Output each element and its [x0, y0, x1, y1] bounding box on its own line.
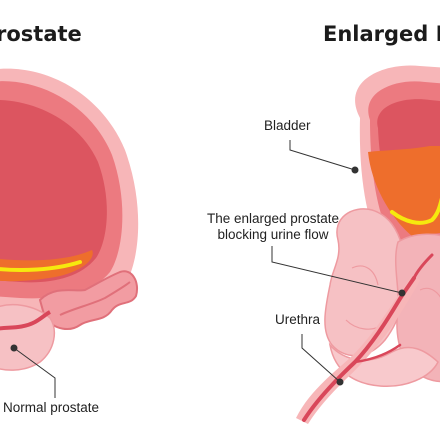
label-normal-prostate: Normal prostate [3, 400, 100, 415]
enlarged-urethra-channel [302, 276, 416, 422]
normal-bladder-urine [0, 250, 93, 282]
dot-bladder [351, 166, 359, 174]
leader-urethra [301, 334, 341, 383]
enlarged-urethra-outer [296, 275, 420, 424]
title-enlarged-prostate: Enlarged P [323, 22, 440, 46]
leader-normal-prostate [13, 347, 56, 398]
normal-urine-flow [0, 260, 82, 272]
leader-lines [10, 140, 406, 398]
enlarged-urine-flow [390, 197, 440, 225]
normal-seminal-vesicle [38, 270, 138, 331]
normal-prostate-shape [0, 303, 56, 371]
label-enlarged-line1: The enlarged prostate [206, 211, 340, 226]
title-normal-prostate: rostate [0, 22, 82, 46]
label-urethra: Urethra [275, 312, 321, 327]
normal-bladder-inner [0, 99, 107, 283]
label-enlarged-line2: blocking urine flow [217, 227, 329, 242]
normal-bladder [0, 68, 139, 313]
dot-enlarged [398, 289, 406, 297]
enlarged-bladder-urine [368, 146, 440, 236]
enlarged-urethra [296, 253, 434, 424]
normal-prostate-gland [0, 303, 56, 371]
dot-normal-prostate [10, 344, 18, 352]
leader-bladder [289, 140, 356, 171]
label-enlarged-prostate: The enlarged prostate blocking urine flo… [198, 211, 348, 243]
leader-enlarged [271, 246, 403, 294]
normal-urethra [0, 310, 51, 331]
label-bladder: Bladder [264, 118, 311, 133]
dot-urethra [336, 378, 344, 386]
